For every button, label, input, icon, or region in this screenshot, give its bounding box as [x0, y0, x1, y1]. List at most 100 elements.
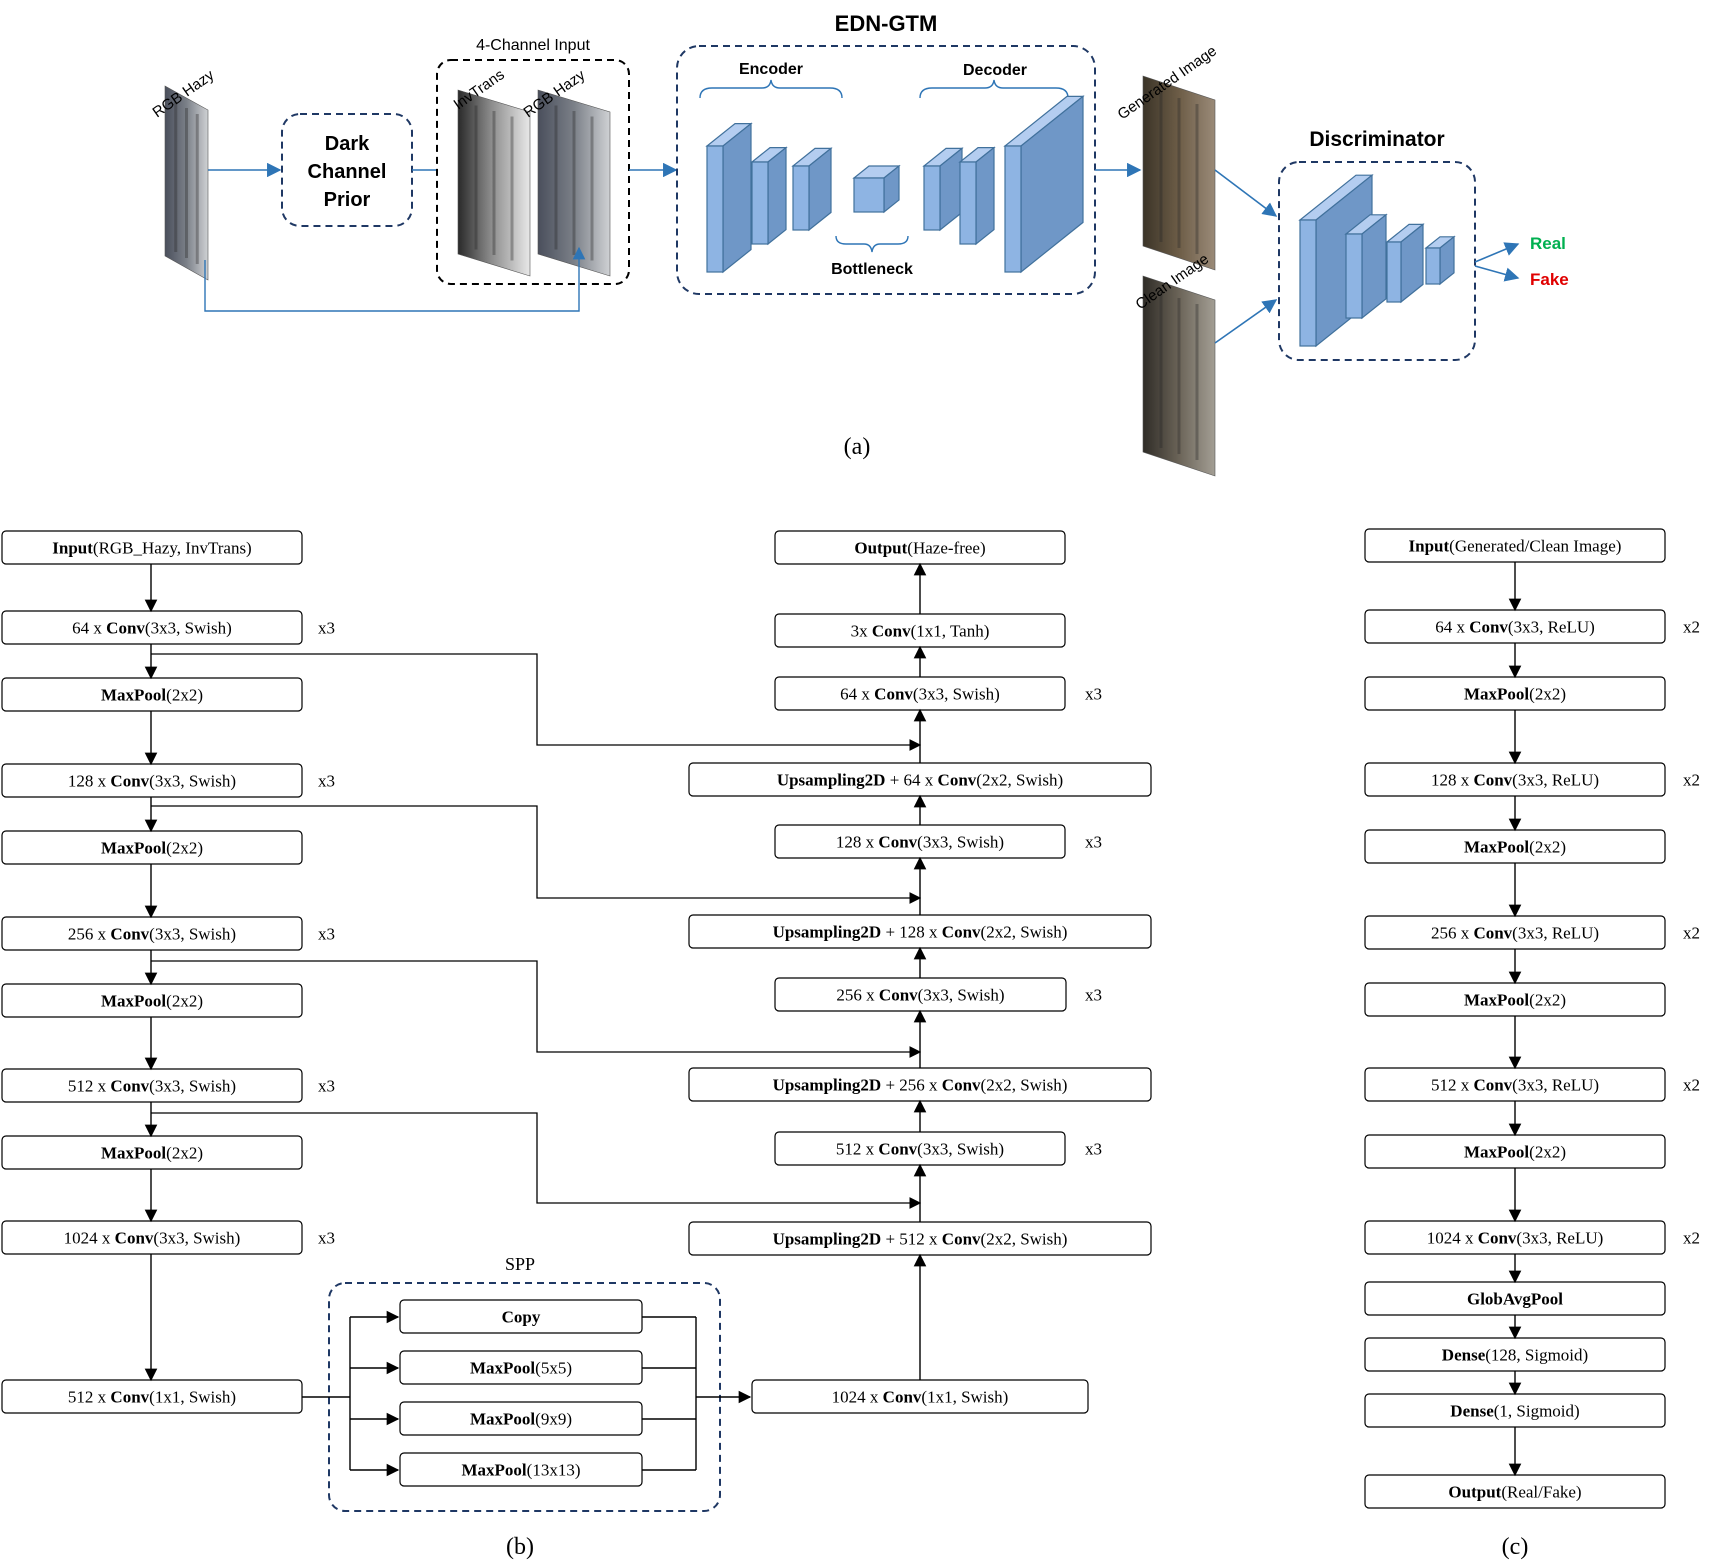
dcp-label: Channel — [308, 161, 387, 183]
spp-layer-copy: Copy — [399, 1299, 643, 1334]
skip-connection — [151, 1112, 922, 1209]
encoder-layer-1024-x-conv-3x3-swish: 1024 x Conv(3x3, Swish) — [1, 1220, 303, 1255]
skip-connection — [151, 805, 922, 904]
generated-image — [1142, 75, 1216, 271]
decoder-layer-upsampling2d-512-x-conv-2x2-swish: Upsampling2D + 512 x Conv(2x2, Swish) — [688, 1221, 1152, 1256]
layer-box-label: 1024 x Conv(3x3, Swish) — [64, 1229, 241, 1248]
disc-block-4 — [1424, 235, 1456, 286]
layer-box-label: 64 x Conv(3x3, Swish) — [72, 619, 232, 638]
block-front — [1299, 219, 1317, 347]
arrow-to-fake — [1474, 265, 1520, 282]
layer-box-label: 512 x Conv(3x3, ReLU) — [1431, 1076, 1599, 1095]
decoder-label: Decoder — [963, 62, 1027, 79]
repeat-label: x3 — [318, 1077, 335, 1096]
decoder-layer-3x-conv-1x1-tanh: 3x Conv(1x1, Tanh) — [774, 613, 1066, 648]
decoder-block-3 — [1003, 95, 1085, 274]
repeat-label: x3 — [318, 772, 335, 791]
decoder-block-2 — [958, 146, 996, 246]
encoder-layer-512-x-conv-1x1-swish: 512 x Conv(1x1, Swish) — [1, 1379, 303, 1414]
panel-b: Input(RGB_Hazy, InvTrans) 64 x Conv(3x3, … — [1, 530, 1152, 1560]
repeat-label: x3 — [318, 1229, 335, 1248]
layer-box-label: 1024 x Conv(3x3, ReLU) — [1427, 1229, 1604, 1248]
encoder-layer-maxpool-2x2: MaxPool(2x2) — [1, 830, 303, 865]
repeat-label: x3 — [318, 619, 335, 638]
layer-box-label: Dense(1, Sigmoid) — [1450, 1402, 1579, 1421]
layer-box-label: Input(RGB_Hazy, InvTrans) — [52, 539, 251, 558]
rgb-hazy-image — [164, 85, 209, 281]
decoder-layer-upsampling2d-64-x-conv-2x2-swish: Upsampling2D + 64 x Conv(2x2, Swish) — [688, 762, 1152, 797]
layer-box-label: Copy — [502, 1308, 541, 1327]
layer-box-label: GlobAvgPool — [1467, 1290, 1563, 1309]
layer-box-label: Dense(128, Sigmoid) — [1442, 1346, 1588, 1365]
decoder-block-1 — [922, 147, 964, 232]
layer-box-label: MaxPool(9x9) — [470, 1410, 572, 1429]
skip-connection — [151, 653, 922, 751]
repeat-label: x2 — [1683, 924, 1700, 943]
block-front — [751, 161, 769, 245]
repeat-label: x3 — [1085, 833, 1102, 852]
layer-box-label: Upsampling2D + 256 x Conv(2x2, Swish) — [773, 1076, 1068, 1095]
repeat-label: x2 — [1683, 1229, 1700, 1248]
block-side — [975, 146, 995, 246]
repeat-label: x2 — [1683, 618, 1700, 637]
encoder-layer-128-x-conv-3x3-swish: 128 x Conv(3x3, Swish) — [1, 763, 303, 798]
spp-layer-maxpool-5x5: MaxPool(5x5) — [399, 1350, 643, 1385]
disc-layer-128-x-conv-3x3-relu: 128 x Conv(3x3, ReLU) — [1364, 762, 1666, 797]
panel-c: Input(Generated/Clean Image) 64 x Conv(3x… — [1364, 528, 1700, 1560]
layer-box-label: Upsampling2D + 128 x Conv(2x2, Swish) — [773, 923, 1068, 942]
four-channel-label: 4-Channel Input — [476, 37, 590, 54]
spp-label: SPP — [505, 1254, 535, 1274]
skip-connection — [151, 960, 922, 1058]
disc-layer-input-generated-clean-image: Input(Generated/Clean Image) — [1364, 528, 1666, 563]
bottleneck-block — [852, 164, 901, 214]
layer-box-label: MaxPool(2x2) — [1464, 1143, 1566, 1162]
encoder-brace — [699, 79, 843, 99]
rgb-hazy-image-2 — [537, 89, 611, 277]
disc-layer-maxpool-2x2: MaxPool(2x2) — [1364, 982, 1666, 1017]
bottleneck-output-layer: 1024 x Conv(1x1, Swish) — [751, 1379, 1089, 1414]
bottleneck-label: Bottleneck — [831, 261, 913, 278]
arrow-clean-to-disc — [1214, 299, 1278, 344]
invtrans-image — [457, 89, 531, 277]
panel-c-caption: (c) — [1502, 1534, 1529, 1560]
fake-label: Fake — [1530, 270, 1569, 289]
block-front — [1004, 145, 1022, 273]
block-front — [1345, 233, 1363, 319]
decoder-layer-upsampling2d-256-x-conv-2x2-swish: Upsampling2D + 256 x Conv(2x2, Swish) — [688, 1067, 1152, 1102]
layer-box-label: MaxPool(2x2) — [1464, 838, 1566, 857]
layer-box-label: Output(Haze-free) — [854, 539, 985, 558]
repeat-label: x3 — [318, 925, 335, 944]
thumb-image — [537, 89, 611, 277]
repeat-label: x2 — [1683, 771, 1700, 790]
encoder-layer-maxpool-2x2: MaxPool(2x2) — [1, 677, 303, 712]
decoder-layer-256-x-conv-3x3-swish: 256 x Conv(3x3, Swish) — [774, 977, 1067, 1012]
encoder-label: Encoder — [739, 61, 803, 78]
block-side — [767, 146, 787, 246]
encoder-layer-512-x-conv-3x3-swish: 512 x Conv(3x3, Swish) — [1, 1068, 303, 1103]
disc-block-3 — [1385, 223, 1425, 304]
decoder-layer-64-x-conv-3x3-swish: 64 x Conv(3x3, Swish) — [774, 676, 1066, 711]
block-front — [792, 165, 810, 231]
block-side — [722, 122, 752, 274]
encoder-layer-64-x-conv-3x3-swish: 64 x Conv(3x3, Swish) — [1, 610, 303, 645]
layer-box-label: MaxPool(2x2) — [101, 686, 203, 705]
repeat-label: x3 — [1085, 986, 1102, 1005]
disc-layer-maxpool-2x2: MaxPool(2x2) — [1364, 1134, 1666, 1169]
disc-layer-globavgpool: GlobAvgPool — [1364, 1281, 1666, 1316]
layer-box-label: 64 x Conv(3x3, Swish) — [840, 685, 1000, 704]
layer-box-label: 512 x Conv(1x1, Swish) — [68, 1388, 236, 1407]
disc-layer-512-x-conv-3x3-relu: 512 x Conv(3x3, ReLU) — [1364, 1067, 1666, 1102]
panel-a-caption: (a) — [844, 434, 871, 460]
edn-gtm-title: EDN-GTM — [835, 11, 938, 36]
layer-box-label: MaxPool(2x2) — [101, 992, 203, 1011]
disc-layer-maxpool-2x2: MaxPool(2x2) — [1364, 676, 1666, 711]
repeat-label: x3 — [1085, 685, 1102, 704]
thumb-image — [457, 89, 531, 277]
disc-layer-64-x-conv-3x3-relu: 64 x Conv(3x3, ReLU) — [1364, 609, 1666, 644]
layer-box-label: MaxPool(2x2) — [1464, 991, 1566, 1010]
arrow-to-real — [1474, 242, 1520, 263]
layer-box-label: 512 x Conv(3x3, Swish) — [836, 1140, 1004, 1159]
disc-layer-output-real-fake: Output(Real/Fake) — [1364, 1474, 1666, 1509]
disc-layer-dense-128-sigmoid: Dense(128, Sigmoid) — [1364, 1337, 1666, 1372]
